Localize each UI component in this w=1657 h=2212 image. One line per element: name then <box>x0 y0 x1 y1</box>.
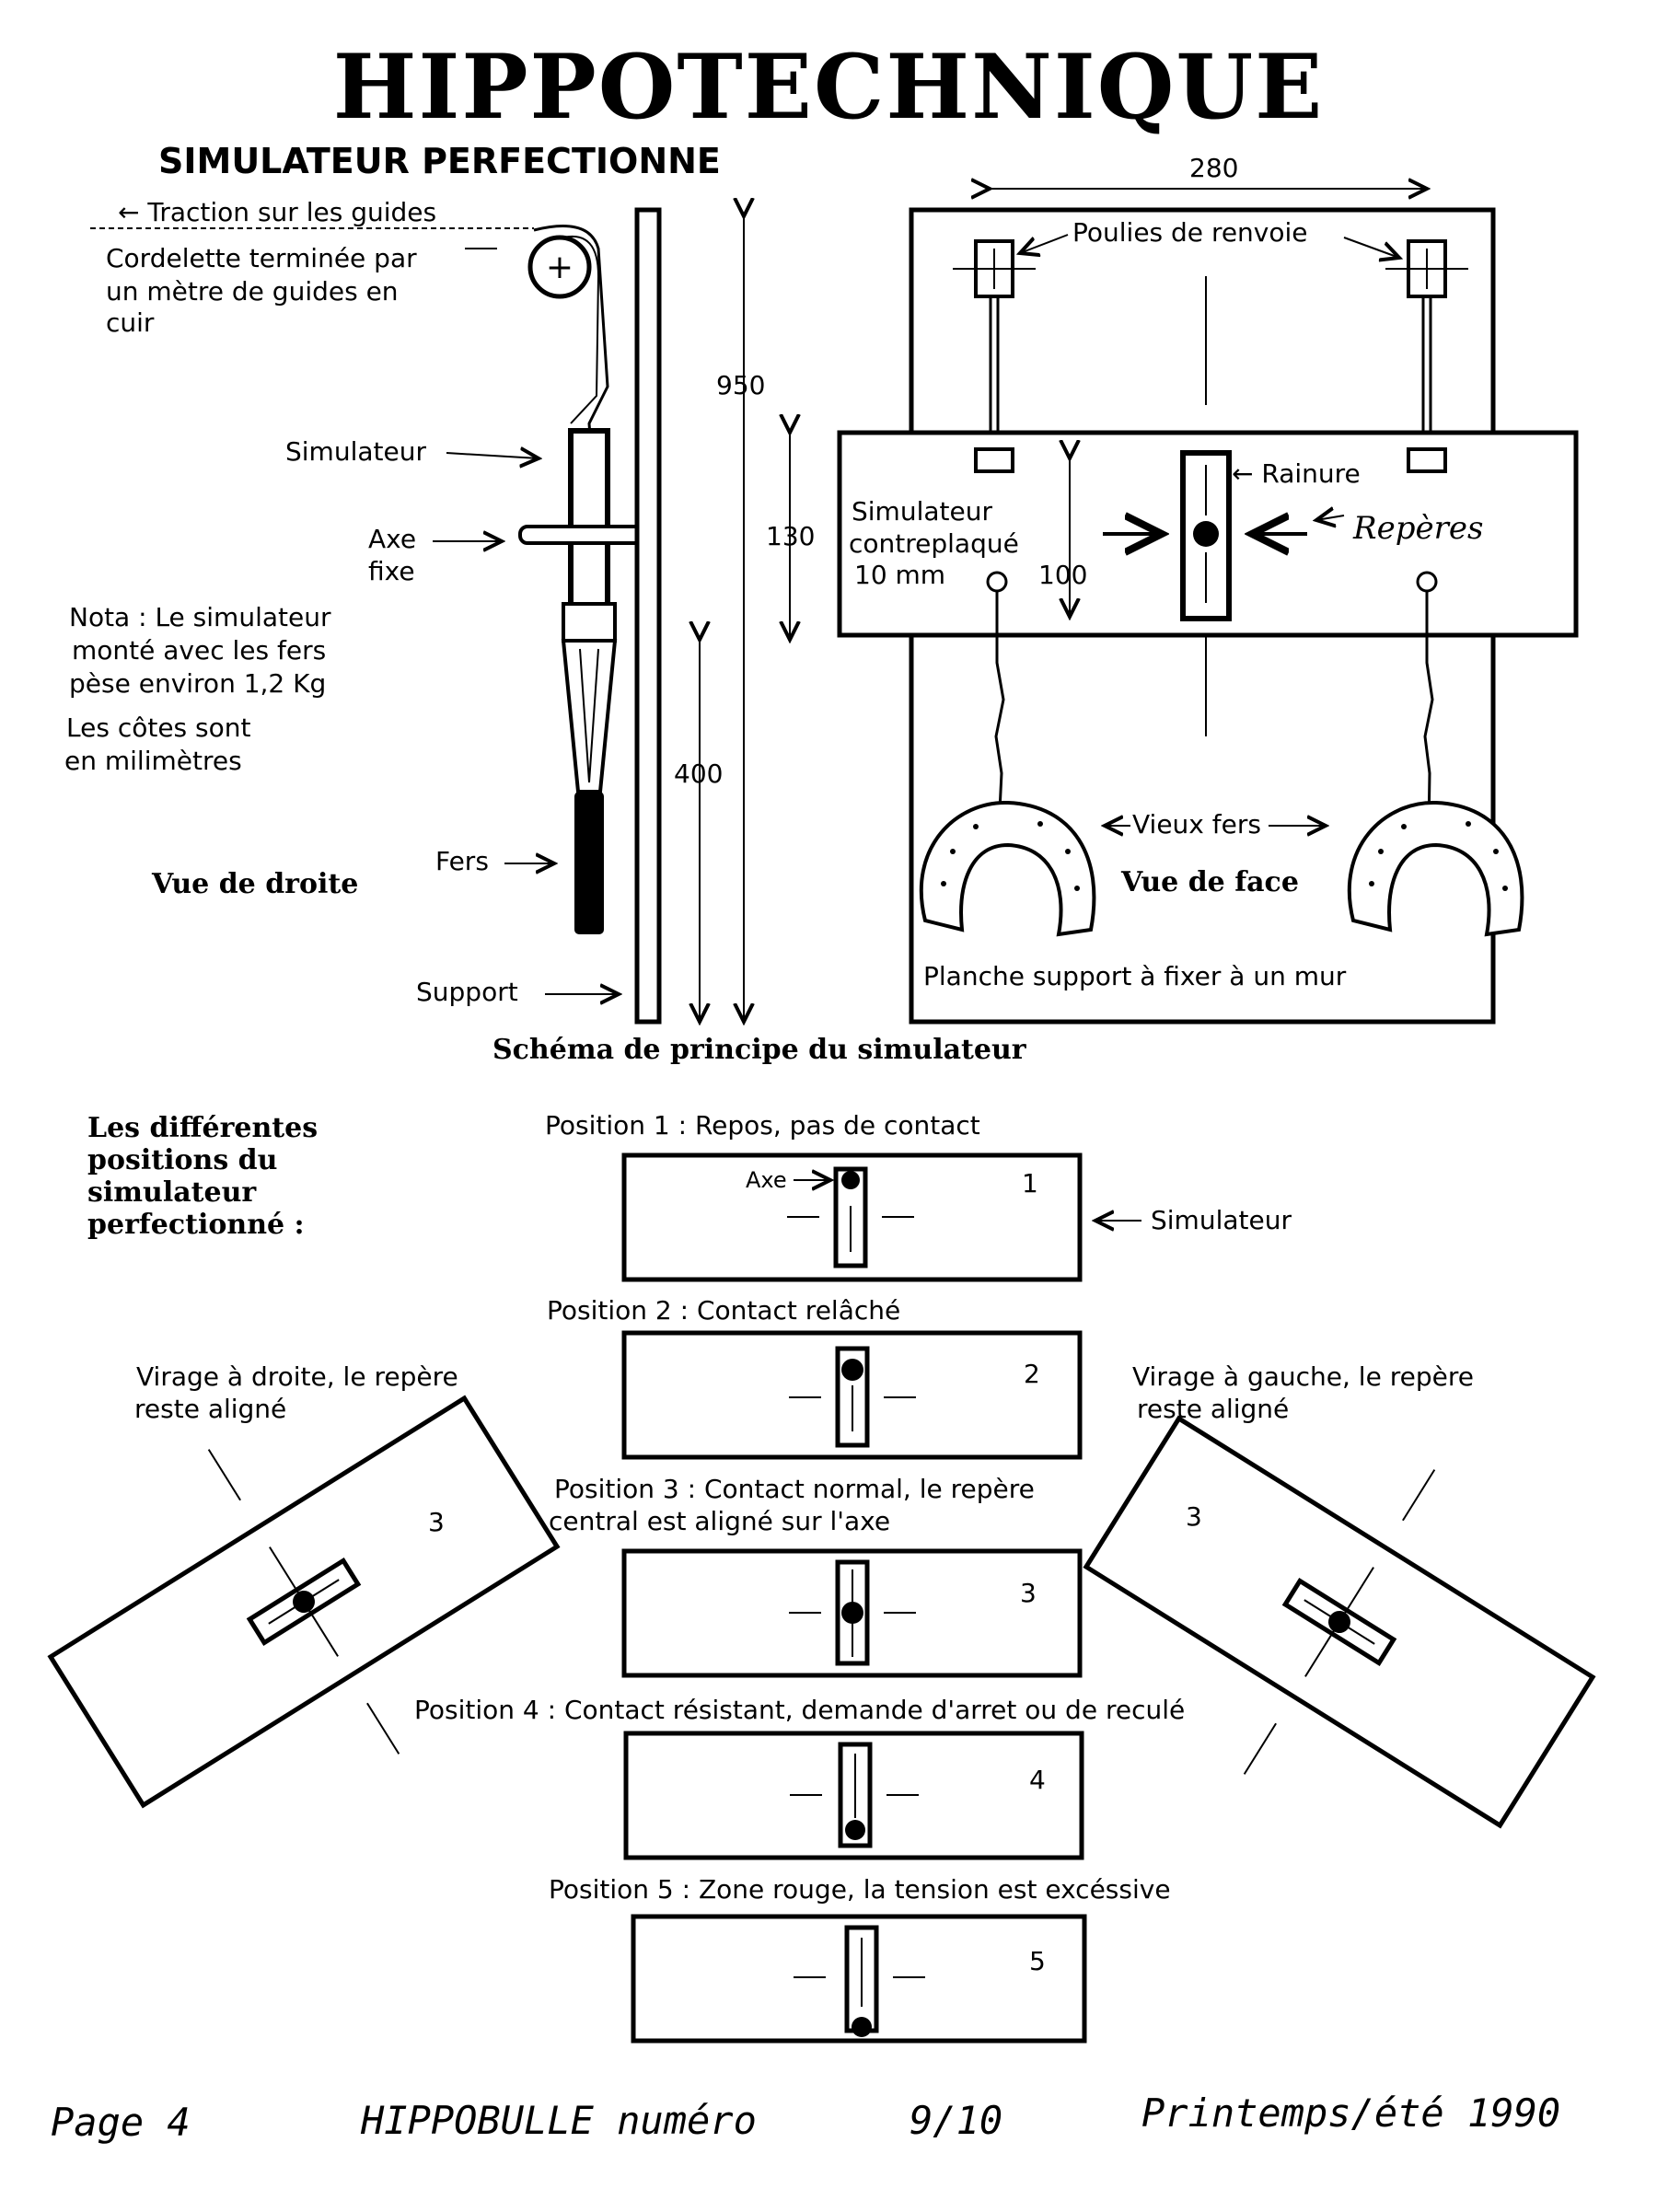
front-sim-label-3: 10 mm <box>854 560 945 590</box>
virage-gauche-line-2: reste aligné <box>1137 1394 1289 1424</box>
dim-280: 280 <box>1189 153 1238 183</box>
position-2-number: 2 <box>1024 1359 1040 1389</box>
position-1-number: 1 <box>1022 1168 1038 1199</box>
virage-droite: Virage à droite, le repère reste aligné … <box>47 1361 561 1809</box>
side-view: ← Traction sur les guides Cordelette ter… <box>64 197 765 1022</box>
nota-line-3: pèse environ 1,2 Kg <box>69 668 326 699</box>
front-view: 280 Poulies de renvoie <box>766 153 1579 1025</box>
front-sim-label-1: Simulateur <box>852 496 992 527</box>
rainure-label: ← Rainure <box>1232 458 1361 489</box>
cotes-line-2: en milimètres <box>64 746 242 776</box>
positions-title: Les différentes positions du simulateur … <box>87 1112 318 1241</box>
nota-line-1: Nota : Le simulateur <box>69 602 331 632</box>
virage-droite-line-2: reste aligné <box>134 1394 286 1424</box>
position-5-number: 5 <box>1029 1946 1046 1976</box>
horseshoe-left-icon <box>919 800 1096 937</box>
virage-droite-line-1: Virage à droite, le repère <box>136 1361 458 1392</box>
front-view-label: Vue de face <box>1120 866 1299 898</box>
page-subtitle: SIMULATEUR PERFECTIONNE <box>158 141 721 181</box>
cord-line <box>533 225 609 553</box>
position-1-caption: Position 1 : Repos, pas de contact <box>545 1110 980 1141</box>
position-4: Position 4 : Contact résistant, demande … <box>414 1695 1185 1860</box>
svg-text:Les différentes: Les différentes <box>87 1112 318 1144</box>
footer-season: Printemps/été 1990 <box>1141 2090 1560 2136</box>
position-2: Position 2 : Contact relâché 2 <box>547 1295 1083 1460</box>
position-2-caption: Position 2 : Contact relâché <box>547 1295 900 1326</box>
footer-issue: 9/10 <box>910 2098 1002 2143</box>
traction-label: ← Traction sur les guides <box>118 197 436 227</box>
svg-text:positions du: positions du <box>87 1144 277 1176</box>
pulley-icon <box>527 235 592 299</box>
svg-text:simulateur: simulateur <box>87 1176 257 1209</box>
fers-label: Fers <box>435 846 489 876</box>
axe-label-1: Axe <box>368 524 416 554</box>
axe-label-2: fixe <box>368 556 415 586</box>
nota-line-2: monté avec les fers <box>72 635 326 666</box>
axle-icon-front <box>1193 521 1219 547</box>
page-title: HIPPOTECHNIQUE <box>333 35 1325 139</box>
position-1: Position 1 : Repos, pas de contact Axe 1… <box>545 1110 1292 1282</box>
footer-page: Page 4 <box>51 2100 191 2145</box>
position-1-side-label: Simulateur <box>1151 1205 1292 1235</box>
position-3-number: 3 <box>1020 1578 1037 1608</box>
footer: Page 4 HIPPOBULLE numéro 9/10 Printemps/… <box>51 2090 1560 2145</box>
dim-400: 400 <box>674 759 723 789</box>
pulley-left-icon <box>953 239 1036 449</box>
svg-text:perfectionné :: perfectionné : <box>87 1209 305 1241</box>
virage-gauche-line-1: Virage à gauche, le repère <box>1132 1361 1474 1392</box>
dim-950: 950 <box>716 370 765 400</box>
simulateur-label: Simulateur <box>285 436 426 467</box>
position-3-caption-2: central est aligné sur l'axe <box>549 1506 890 1536</box>
dim-100: 100 <box>1038 560 1087 590</box>
dim-130: 130 <box>766 521 815 551</box>
axe-pointer-label: Axe <box>746 1167 787 1193</box>
position-5: Position 5 : Zone rouge, la tension est … <box>549 1874 1171 2044</box>
cord-label-3: cuir <box>106 307 155 338</box>
virage-droite-number: 3 <box>428 1507 445 1537</box>
cord-label-2: un mètre de guides en <box>106 276 399 307</box>
planche-label: Planche support à fixer à un mur <box>923 961 1347 991</box>
pulley-right-icon <box>1385 239 1468 449</box>
horseshoe-right-icon <box>1347 800 1524 937</box>
cord-label-1: Cordelette terminée par <box>106 243 417 273</box>
vieux-fers-label: Vieux fers <box>1132 809 1261 840</box>
side-simulator-bar <box>568 428 610 608</box>
reperes-label: Repères <box>1352 510 1483 547</box>
side-view-label: Vue de droite <box>151 868 358 900</box>
virage-gauche: Virage à gauche, le repère reste aligné … <box>1083 1361 1596 1829</box>
cotes-line-1: Les côtes sont <box>66 712 251 743</box>
virage-gauche-number: 3 <box>1186 1501 1202 1532</box>
position-5-caption: Position 5 : Zone rouge, la tension est … <box>549 1874 1171 1905</box>
pulley-plus-icon: + <box>546 249 574 286</box>
front-sim-label-2: contreplaqué <box>849 528 1019 559</box>
side-horseshoes <box>574 792 604 934</box>
footer-journal: HIPPOBULLE numéro <box>360 2098 757 2143</box>
position-3: Position 3 : Contact normal, le repère c… <box>549 1474 1083 1678</box>
poulies-label: Poulies de renvoie <box>1072 217 1308 248</box>
position-4-number: 4 <box>1029 1765 1046 1795</box>
position-3-caption-1: Position 3 : Contact normal, le repère <box>554 1474 1035 1504</box>
position-4-caption: Position 4 : Contact résistant, demande … <box>414 1695 1185 1725</box>
support-label: Support <box>416 977 518 1007</box>
schema-caption: Schéma de principe du simulateur <box>492 1034 1027 1066</box>
support-board <box>634 207 662 1025</box>
